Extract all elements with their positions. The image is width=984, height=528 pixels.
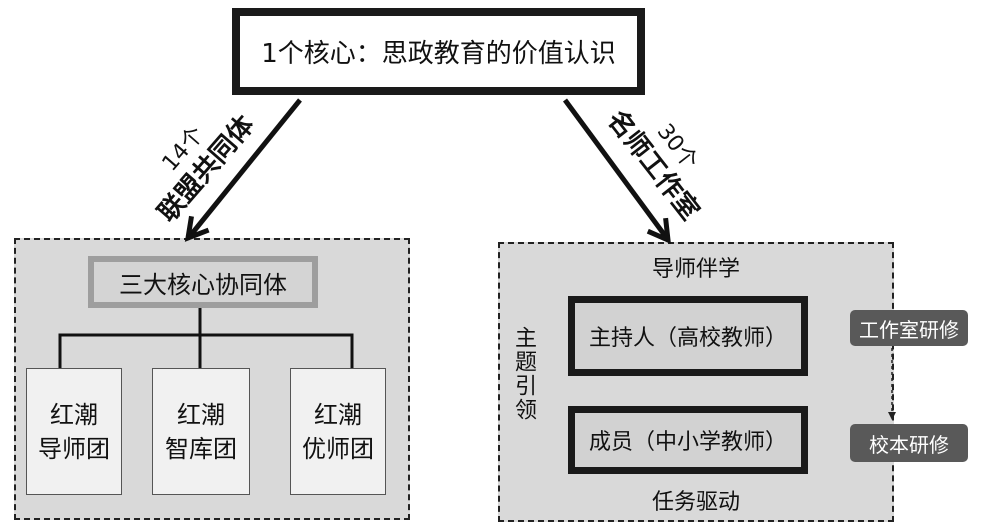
studio-panel: 导师伴学 主题引领 主持人（高校教师） 成员（中小学教师） 任务驱动 [498,242,894,522]
school-training-tag: 校本研修 [850,424,968,462]
group-line2: 智库团 [165,434,237,463]
group-line1: 红潮 [50,400,98,429]
left-arrowhead [184,215,210,242]
theme-label: 主题引领 [511,326,536,422]
hub-label: 三大核心协同体 [119,270,287,299]
alliance-panel: 三大核心协同体 红潮 导师团 红潮 智库团 红潮 优师团 [14,238,410,520]
group-line1: 红潮 [314,400,362,429]
group-line2: 导师团 [38,434,110,463]
left-arrow-caption: 14个 联盟共同体 [131,91,262,228]
group-line1: 红潮 [177,400,225,429]
member-box: 成员（中小学教师） [568,406,808,474]
mentor-label: 导师伴学 [651,257,740,282]
school-training-label: 校本研修 [869,432,949,457]
group-box-thinktank: 红潮 智库团 [152,368,250,495]
hub-connectors [58,308,354,368]
core-label: 1个核心：思政教育的价值认识 [261,39,616,69]
hub-box: 三大核心协同体 [88,256,318,308]
right-arrowhead [646,217,671,245]
group-box-mentor: 红潮 导师团 [26,368,122,495]
host-box: 主持人（高校教师） [568,296,808,376]
group-box-teachers: 红潮 优师团 [290,368,386,495]
task-label: 任务驱动 [651,490,740,515]
group-line2: 优师团 [302,434,374,463]
right-arrow-caption: 30个 名师工作室 [600,87,727,226]
host-label: 主持人（高校教师） [588,326,787,351]
core-box: 1个核心：思政教育的价值认识 [232,8,645,95]
studio-training-tag: 工作室研修 [850,310,968,346]
member-label: 成员（中小学教师） [588,430,787,455]
studio-training-label: 工作室研修 [859,317,959,342]
